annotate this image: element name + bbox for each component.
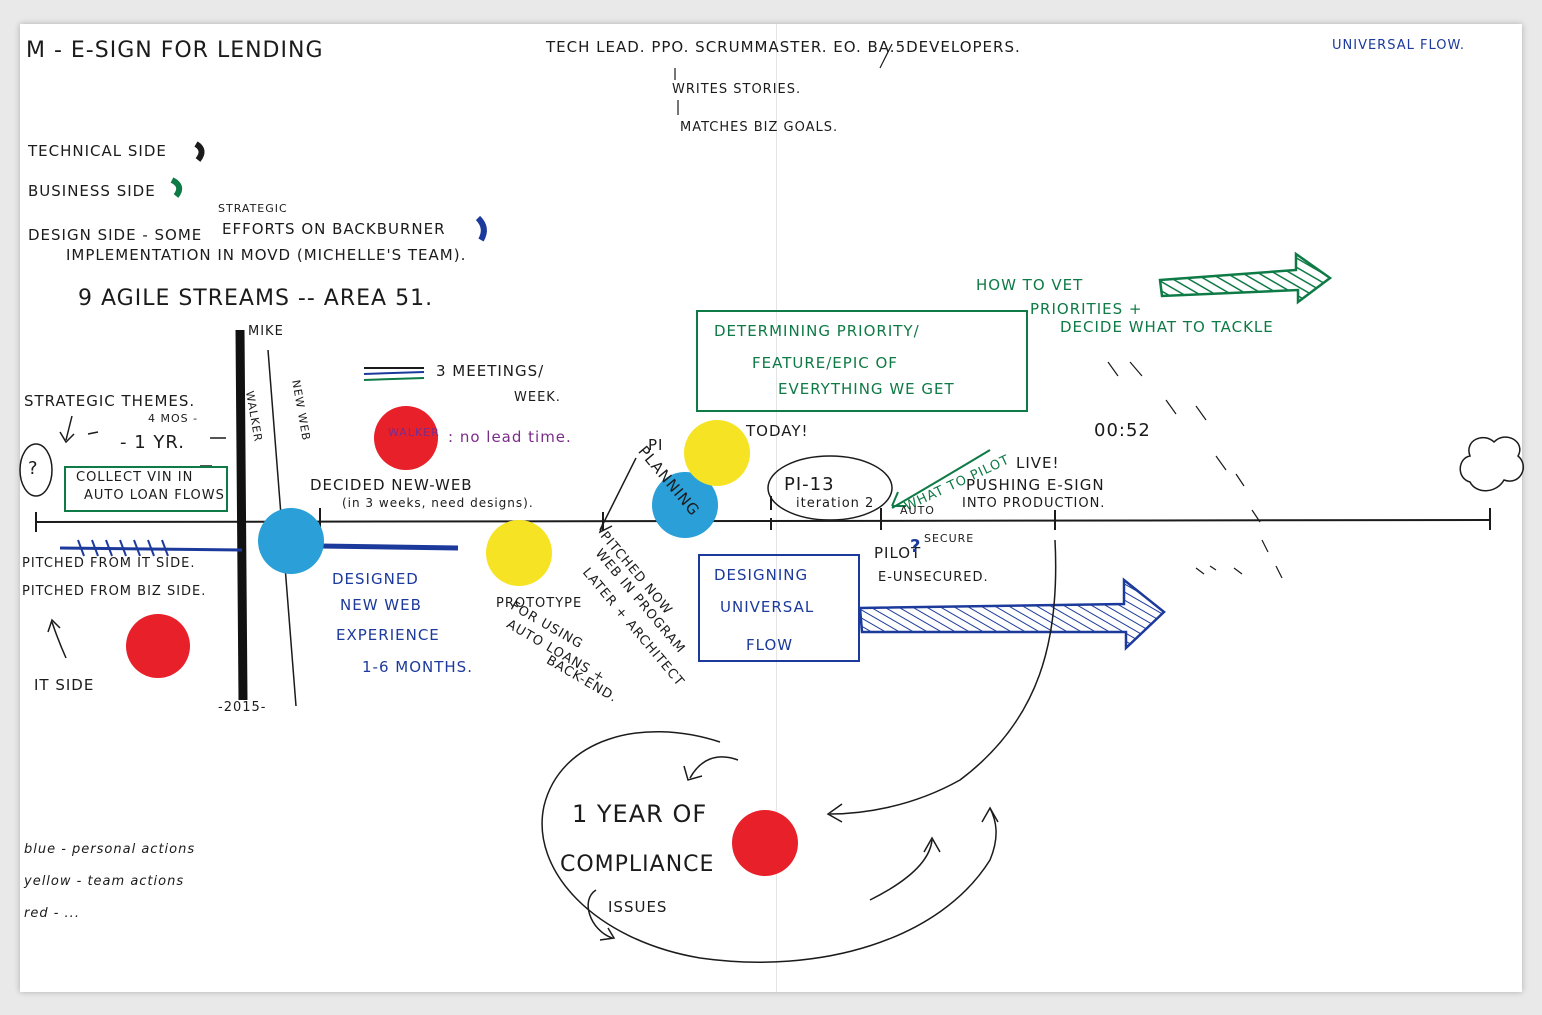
timeline [35, 519, 1491, 523]
red-dot-it-side [126, 614, 190, 678]
priority-line1: DETERMINING PRIORITY/ [714, 322, 920, 340]
paper-fold [776, 24, 777, 992]
legend-yellow: yellow - team actions [24, 874, 185, 889]
auto-label: AUTO [900, 504, 935, 517]
business-side-label: BUSINESS SIDE [28, 182, 156, 200]
pi-planning-1: PI [648, 436, 664, 454]
it-side-label: IT SIDE [34, 676, 95, 694]
secure-label: SECURE [924, 532, 975, 545]
page-title: M - E-SIGN FOR LENDING [26, 38, 324, 63]
compliance-3: ISSUES [608, 898, 668, 916]
collect-vin-1: COLLECT VIN IN [76, 470, 194, 485]
prototype-1: PROTOTYPE [496, 596, 583, 611]
collect-vin-box [64, 466, 228, 512]
designed-3: EXPERIENCE [336, 626, 440, 644]
agile-streams: 9 AGILE STREAMS -- AREA 51. [78, 286, 434, 311]
mike-label: MIKE [248, 324, 284, 339]
technical-side-label: TECHNICAL SIDE [28, 142, 167, 160]
yellow-dot-prototype [486, 520, 552, 586]
red-dot-walker [374, 406, 438, 470]
priority-box [696, 310, 1028, 412]
designed-2: NEW WEB [340, 596, 422, 614]
designing-2: UNIVERSAL [720, 598, 815, 616]
pushing-2: INTO PRODUCTION. [962, 496, 1106, 511]
pitched-biz: PITCHED FROM BIZ SIDE. [22, 584, 207, 599]
meetings-line2: WEEK. [514, 390, 561, 405]
compliance-1: 1 YEAR OF [572, 800, 708, 828]
how-vet-1: HOW TO VET [976, 276, 1084, 294]
designed-4: 1-6 MONTHS. [362, 658, 473, 676]
designed-1: DESIGNED [332, 570, 419, 588]
red-dot-compliance [732, 810, 798, 876]
question-mark: ? [28, 458, 39, 479]
meetings-line1: 3 MEETINGS/ [436, 362, 545, 380]
design-side-label: DESIGN SIDE - SOME [28, 226, 203, 244]
legend-blue: blue - personal actions [24, 842, 196, 857]
po-matches-goals: MATCHES BIZ GOALS. [680, 120, 839, 135]
year-2015: -2015- [218, 700, 267, 715]
pi-13-label: PI-13 [784, 474, 835, 495]
design-strategic: STRATEGIC [218, 202, 288, 215]
design-side-efforts: EFFORTS ON BACKBURNER [222, 220, 446, 238]
duration-4mos: 4 MOS - [148, 412, 199, 425]
priority-line3: EVERYTHING WE GET [778, 380, 955, 398]
walker-dot-label: WALKER [388, 426, 440, 439]
e-unsecured: E-UNSECURED. [878, 570, 989, 585]
designing-3: FLOW [746, 636, 794, 654]
yellow-dot-today [684, 420, 750, 486]
strategic-themes: STRATEGIC THEMES. [24, 392, 196, 410]
universal-flow-note: UNIVERSAL FLOW. [1332, 38, 1465, 53]
pilot-question: ? [910, 536, 922, 557]
compliance-2: COMPLIANCE [560, 852, 715, 877]
team-roles: TECH LEAD. PPO. SCRUMMASTER. EO. BA.5DEV… [546, 38, 1021, 56]
no-lead-time: : no lead time. [448, 428, 572, 446]
how-vet-3: DECIDE WHAT TO TACKLE [1060, 318, 1274, 336]
pushing-1: PUSHING E-SIGN [966, 476, 1105, 494]
collect-vin-2: AUTO LOAN FLOWS [84, 488, 225, 503]
designing-1: DESIGNING [714, 566, 809, 584]
blue-dot-mike [258, 508, 324, 574]
decided-note: (in 3 weeks, need designs). [342, 496, 534, 510]
decided-new-web: DECIDED NEW-WEB [310, 476, 473, 494]
today-label: TODAY! [746, 422, 809, 440]
how-vet-2: PRIORITIES + [1030, 300, 1143, 318]
po-writes-stories: WRITES STORIES. [672, 82, 802, 97]
designing-box [698, 554, 860, 662]
design-side-implementation: IMPLEMENTATION IN MOVD (MICHELLE'S TEAM)… [66, 246, 467, 264]
time-label: 00:52 [1094, 420, 1151, 441]
pitched-it: PITCHED FROM IT SIDE. [22, 556, 196, 571]
duration-1yr: - 1 YR. [120, 432, 185, 453]
iteration-label: iteration 2 [796, 496, 875, 511]
legend-red: red - ... [24, 906, 80, 921]
priority-line2: FEATURE/EPIC OF [752, 354, 898, 372]
live-label: LIVE! [1016, 454, 1060, 472]
pilot-label: PILOT [874, 544, 922, 562]
